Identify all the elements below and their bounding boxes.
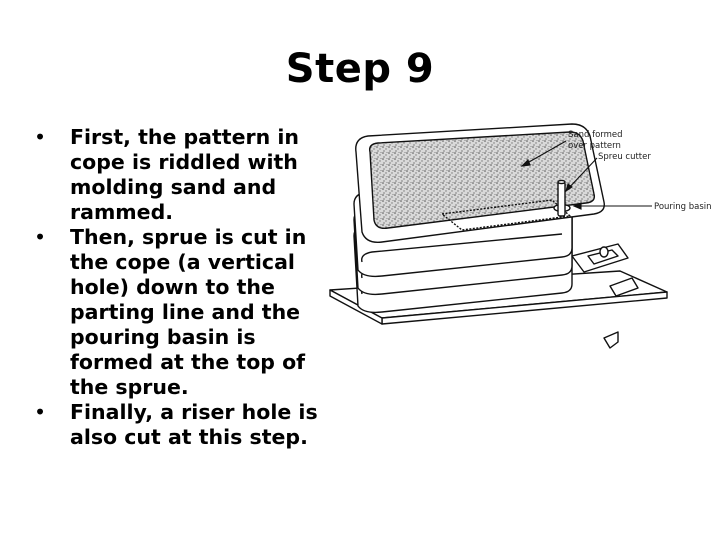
label-pouring-basin: Pouring basin [654, 202, 712, 212]
slide-title: Step 9 [285, 46, 435, 92]
label-sand-line1: Sand formed [568, 130, 623, 140]
sprue-cutter [557, 181, 566, 217]
label-sprue-cutter: Spreu cutter [598, 152, 651, 162]
bullet-item: Then, sprue is cut in the cope (a vertic… [32, 225, 332, 400]
sand-surface [368, 131, 596, 230]
bullet-item: First, the pattern in cope is riddled wi… [32, 125, 332, 225]
mold-diagram: Sand formed over pattern Spreu cutter Po… [329, 123, 712, 349]
label-sand-line2: over pattern [568, 141, 621, 151]
bullet-list: First, the pattern in cope is riddled wi… [32, 125, 332, 450]
bullet-item: Finally, a riser hole is also cut at thi… [32, 400, 332, 450]
